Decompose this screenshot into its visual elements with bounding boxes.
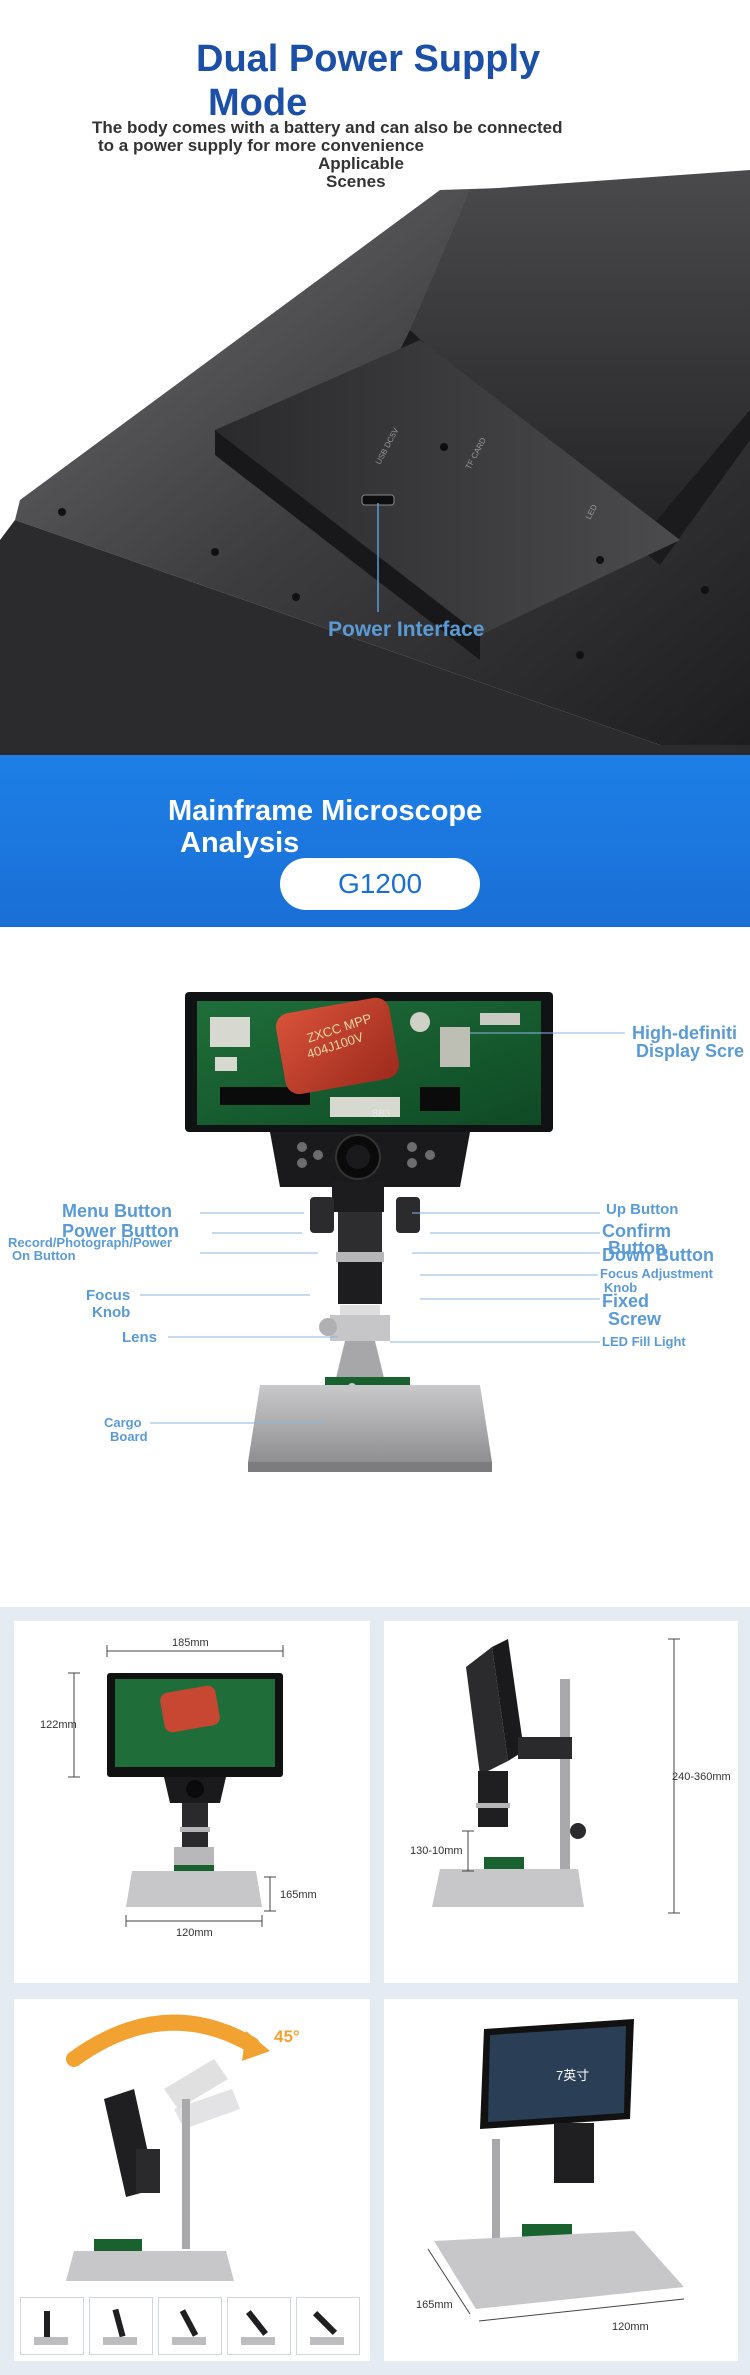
power-desc-line4: Scenes (326, 172, 386, 191)
label-down-button: Down Button (602, 1245, 714, 1265)
label-focus-knob-1: Focus (86, 1287, 131, 1304)
power-supply-section: USB DC5V TF CARD LED Dual Power Supply M… (0, 0, 750, 755)
power-desc-line1: The body comes with a battery and can al… (92, 118, 563, 137)
tilt-illustration (66, 2014, 270, 2281)
label-display-2: Display Scre (636, 1041, 745, 1061)
banner-title-line2: Analysis (180, 827, 300, 859)
dim-focus-range: 130-10mm (410, 1845, 463, 1857)
label-cargo-1: Cargo (104, 1415, 142, 1430)
label-record-2: On Button (12, 1248, 76, 1263)
dim-base-depth: 165mm (280, 1889, 317, 1901)
svg-text:883: 883 (372, 1108, 390, 1120)
label-confirm-1: Confirm (602, 1221, 671, 1241)
front-view-illustration (68, 1645, 284, 1927)
dim-base-depth-2: 165mm (416, 2299, 453, 2311)
tilt-thumb-4 (227, 2297, 291, 2355)
perspective-illustration (427, 2019, 685, 2322)
tilt-cell: 45° (14, 1999, 370, 2361)
dim-width: 185mm (172, 1637, 209, 1649)
label-menu-button: Menu Button (62, 1201, 172, 1221)
label-focus-adjust-1: Focus Adjustment (600, 1266, 713, 1281)
label-up-button: Up Button (606, 1201, 679, 1218)
dimension-grid: 185mm 122mm 165mm 120mm 240-360mm 130-10… (0, 1607, 750, 2375)
label-power-button: Power Button (62, 1221, 179, 1241)
power-title-line1: Dual Power Supply (196, 38, 541, 80)
tilt-thumbnail-figures (34, 2308, 344, 2345)
device-back-illustration: USB DC5V TF CARD LED (0, 170, 750, 755)
label-led: LED Fill Light (602, 1334, 686, 1349)
banner-title-line1: Mainframe Microscope (168, 795, 483, 827)
label-lens: Lens (122, 1329, 158, 1346)
front-dimension-cell: 185mm 122mm 165mm 120mm (14, 1621, 370, 1983)
model-badge: G1200 (280, 858, 480, 910)
label-focus-adjust-2: Knob (604, 1280, 638, 1295)
dim-lift-range: 240-360mm (672, 1771, 731, 1783)
power-interface-label: Power Interface (328, 618, 485, 641)
label-display-1: High-definiti (632, 1023, 737, 1043)
tilt-angle-label: 45° (274, 2027, 300, 2046)
label-cargo-2: Board (110, 1429, 148, 1444)
dim-base-width-2: 120mm (612, 2321, 649, 2333)
side-dimension-cell: 240-360mm 130-10mm (384, 1621, 738, 1983)
perspective-cell: 7英寸 165mm 120mm (384, 1999, 738, 2361)
screen-size-label: 7英寸 (556, 2068, 590, 2083)
microscope-diagram: ZXCC MPP 404J100V 883 (0, 927, 750, 1607)
dim-height: 122mm (40, 1719, 77, 1731)
tilt-thumb-1 (20, 2297, 84, 2355)
label-confirm-2: Button (608, 1238, 666, 1258)
microscope-illustration: ZXCC MPP 404J100V 883 (140, 992, 625, 1472)
side-view-illustration (432, 1638, 680, 1914)
label-fixed-2: Screw (608, 1309, 662, 1329)
power-desc-line2: to a power supply for more convenience (98, 136, 424, 155)
label-record-1: Record/Photograph/Power (8, 1235, 172, 1250)
power-title-line2: Mode (208, 82, 308, 124)
power-desc-line3: Applicable (318, 154, 404, 173)
dim-base-width: 120mm (176, 1927, 213, 1939)
label-focus-knob-2: Knob (92, 1304, 131, 1321)
label-fixed-1: Fixed (602, 1291, 650, 1311)
